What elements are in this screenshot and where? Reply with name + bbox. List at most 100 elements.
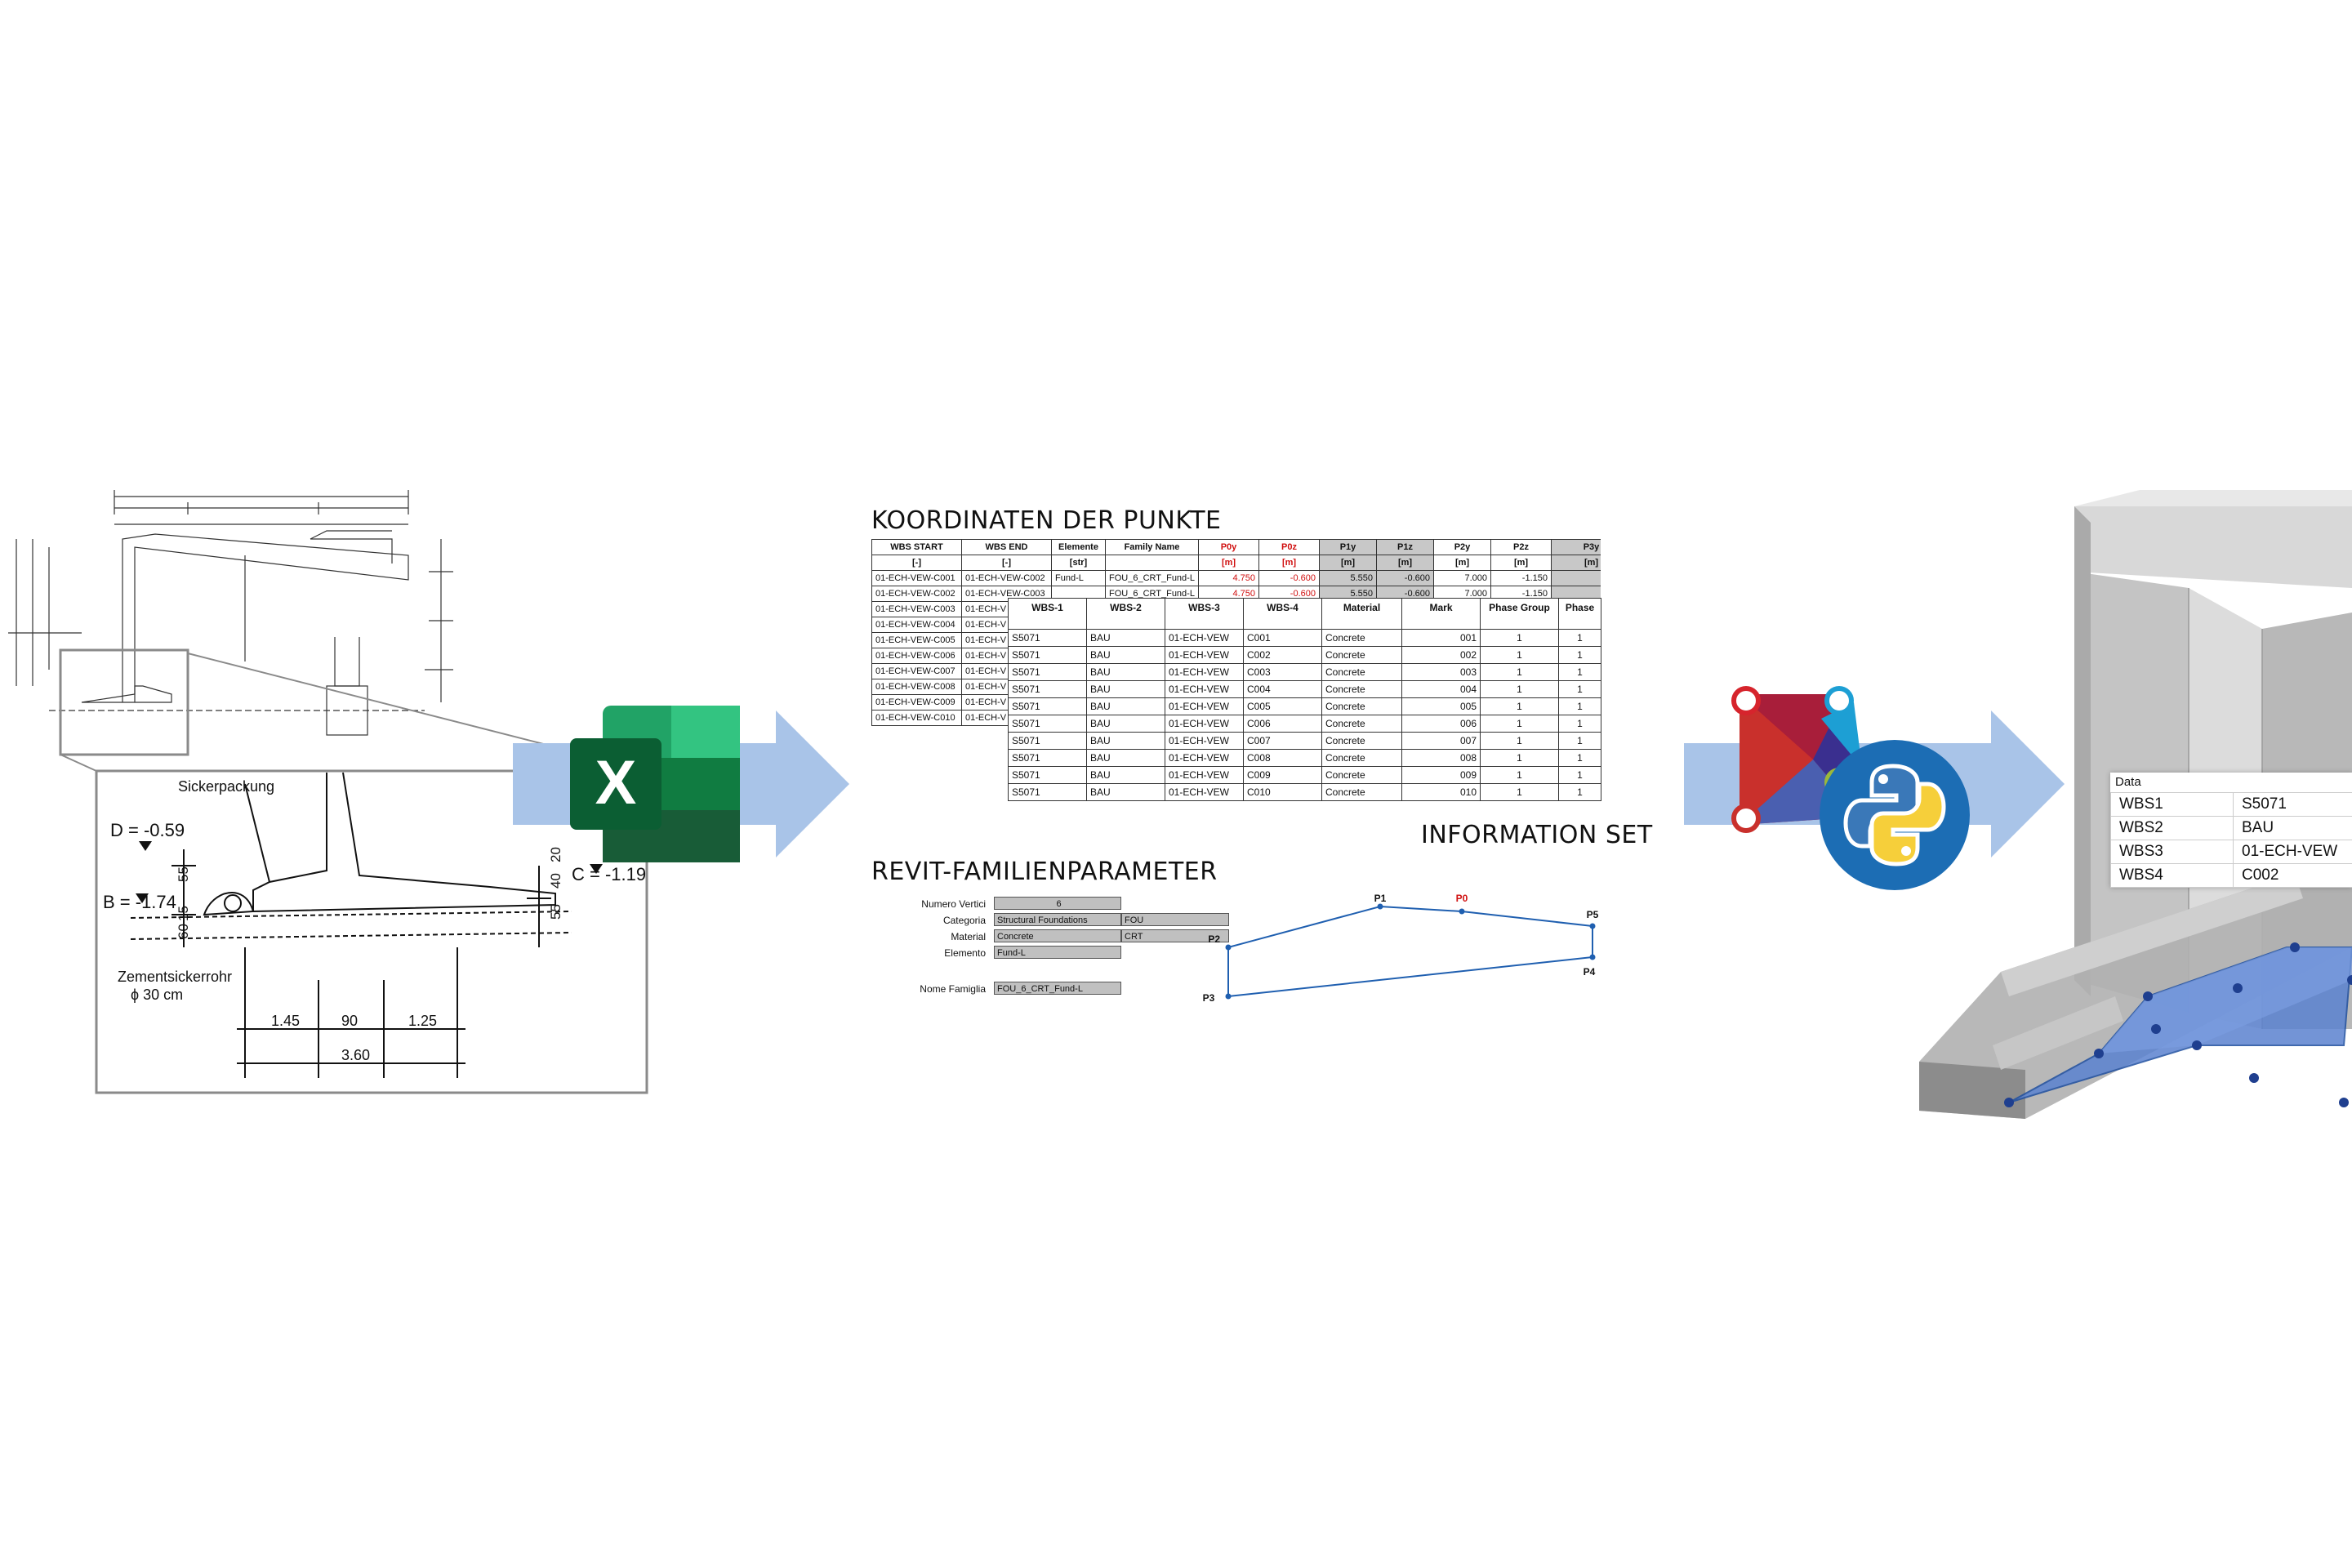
koord-cell: 7.00 [1551, 570, 1601, 586]
koord-cell: 01-ECH-VEW-C006 [871, 648, 962, 664]
koord-header-cell: Elemente [1051, 539, 1106, 555]
info-cell: BAU [1086, 783, 1165, 801]
info-cell: S5071 [1008, 715, 1087, 733]
koord-cell: 01-ECH-VEW-C010 [871, 710, 962, 726]
info-cell: 01-ECH-VEW [1165, 629, 1244, 647]
info-cell: 1 [1558, 629, 1601, 647]
koord-unit-cell: [m] [1551, 555, 1601, 571]
info-cell: 01-ECH-VEW [1165, 663, 1244, 681]
point-p1-marker [1377, 903, 1383, 910]
info-cell: 009 [1401, 766, 1481, 784]
koord-unit-cell: [m] [1376, 555, 1434, 571]
data-panel-key: WBS1 [2110, 792, 2234, 817]
info-cell: S5071 [1008, 697, 1087, 715]
param-material: Material Concrete CRT [871, 929, 1229, 944]
point-p2-marker [1225, 944, 1232, 951]
koord-cell: 01-ECH-VEW-C007 [871, 663, 962, 679]
revit-title: REVIT-FAMILIENPARAMETER [871, 858, 1218, 886]
info-cell: 1 [1480, 646, 1559, 664]
info-cell: BAU [1086, 749, 1165, 767]
info-cell: Concrete [1321, 663, 1402, 681]
koord-cell: FOU_6_CRT_Fund-L [1105, 570, 1199, 586]
excel-icon: X [570, 706, 740, 862]
info-cell: C004 [1243, 680, 1322, 698]
info-cell: 1 [1480, 749, 1559, 767]
dim-3-60: 3.60 [341, 1047, 370, 1063]
info-cell: 1 [1480, 629, 1559, 647]
info-cell: 1 [1480, 663, 1559, 681]
info-cell: 1 [1480, 715, 1559, 733]
dim-60: 60 [176, 924, 191, 939]
dim-55: 55 [176, 866, 191, 882]
data-panel-header: Data [2110, 773, 2352, 792]
info-cell: BAU [1086, 766, 1165, 784]
info-cell: 010 [1401, 783, 1481, 801]
param-material-code: CRT [1121, 929, 1229, 942]
info-cell: C009 [1243, 766, 1322, 784]
info-cell: Concrete [1321, 680, 1402, 698]
info-cell: Concrete [1321, 749, 1402, 767]
koord-unit-cell: [-] [961, 555, 1052, 571]
data-panel-key: WBS4 [2110, 863, 2234, 888]
param-numero-vertici: Numero Vertici 6 [871, 897, 1198, 911]
label-pipe-diameter: ϕ 30 cm [131, 987, 183, 1003]
point-p3-label: P3 [1203, 992, 1215, 1004]
koord-cell: 4.750 [1198, 570, 1259, 586]
koord-unit-cell: [-] [871, 555, 962, 571]
info-cell: 1 [1558, 715, 1601, 733]
info-cell: C002 [1243, 646, 1322, 664]
info-cell: 01-ECH-VEW [1165, 749, 1244, 767]
info-cell: 004 [1401, 680, 1481, 698]
point-p4-label: P4 [1584, 966, 1596, 978]
info-cell: C008 [1243, 749, 1322, 767]
label-d-elevation: D = -0.59 [110, 820, 185, 840]
info-cell: 002 [1401, 646, 1481, 664]
koord-unit-cell: [m] [1319, 555, 1377, 571]
param-categoria-code: FOU [1121, 913, 1229, 926]
information-set-title: INFORMATION SET [1421, 821, 1653, 849]
profile-polygon: P2 P1 P0 P5 P4 P3 [1203, 893, 1599, 1004]
info-cell: BAU [1086, 715, 1165, 733]
info-cell: BAU [1086, 680, 1165, 698]
point-p5-marker [1589, 923, 1596, 929]
info-cell: 1 [1558, 646, 1601, 664]
koord-header-cell: P2z [1490, 539, 1552, 555]
info-cell: C003 [1243, 663, 1322, 681]
koord-cell: -0.600 [1258, 570, 1320, 586]
info-cell: 1 [1558, 749, 1601, 767]
revit-parameters: Numero Vertici 6 Categoria Structural Fo… [871, 897, 1229, 1003]
info-cell: Concrete [1321, 697, 1402, 715]
data-panel-key: WBS3 [2110, 840, 2234, 864]
info-cell: 1 [1558, 680, 1601, 698]
koord-unit-cell: [m] [1198, 555, 1259, 571]
koord-header-cell: WBS END [961, 539, 1052, 555]
info-cell: 01-ECH-VEW [1165, 697, 1244, 715]
point-p3-marker [1225, 993, 1232, 1000]
info-header-cell: Phase Group [1480, 598, 1559, 630]
param-nome-famiglia: Nome Famiglia FOU_6_CRT_Fund-L [871, 982, 1198, 996]
data-panel-key: WBS2 [2110, 816, 2234, 840]
param-numero-vertici-value: 6 [994, 897, 1121, 910]
koord-unit-cell: [str] [1051, 555, 1106, 571]
koord-header-cell: P1z [1376, 539, 1434, 555]
info-cell: 1 [1480, 783, 1559, 801]
koord-cell: 01-ECH-VEW-C005 [871, 632, 962, 648]
info-cell: 1 [1558, 732, 1601, 750]
point-p4-marker [1589, 954, 1596, 960]
koord-header-cell: P1y [1319, 539, 1377, 555]
koord-cell: 7.000 [1433, 570, 1491, 586]
info-cell: C006 [1243, 715, 1322, 733]
info-cell: S5071 [1008, 732, 1087, 750]
3d-model [1919, 490, 2352, 1119]
info-cell: 01-ECH-VEW [1165, 732, 1244, 750]
dim-90: 90 [341, 1013, 358, 1029]
